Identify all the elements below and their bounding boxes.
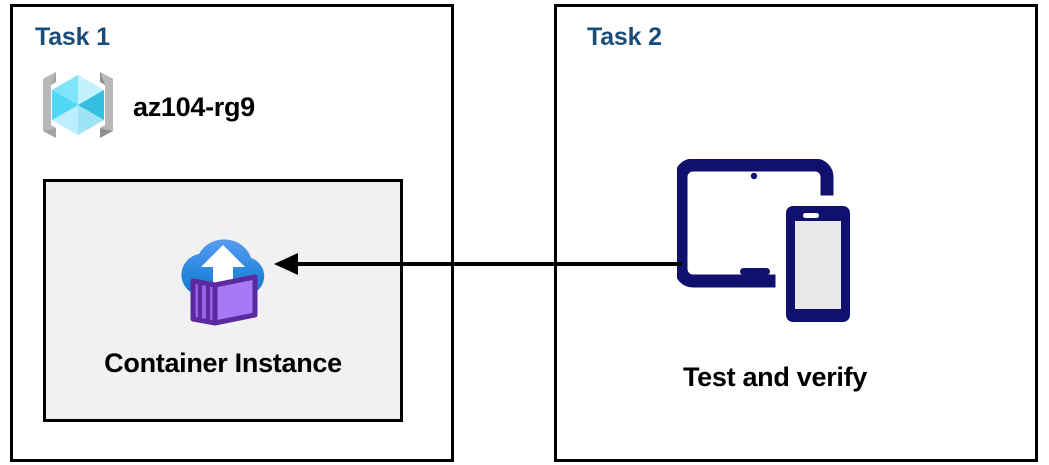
container-instance-icon: [167, 223, 279, 332]
panel-task-2: Task 2 Test a: [554, 4, 1038, 462]
resource-group-icon: [37, 67, 119, 148]
resource-group-row: az104-rg9: [37, 67, 255, 148]
devices-group: Test and verify: [674, 158, 873, 393]
panel-task-1: Task 1: [10, 4, 454, 462]
container-instance-box: Container Instance: [43, 179, 403, 422]
devices-label: Test and verify: [682, 362, 868, 392]
container-instance-label: Container Instance: [104, 347, 342, 378]
resource-group-label: az104-rg9: [133, 92, 255, 122]
devices-icon: [674, 158, 873, 336]
panel-title-task-2: Task 2: [587, 23, 662, 51]
panel-title-task-1: Task 1: [35, 23, 110, 51]
